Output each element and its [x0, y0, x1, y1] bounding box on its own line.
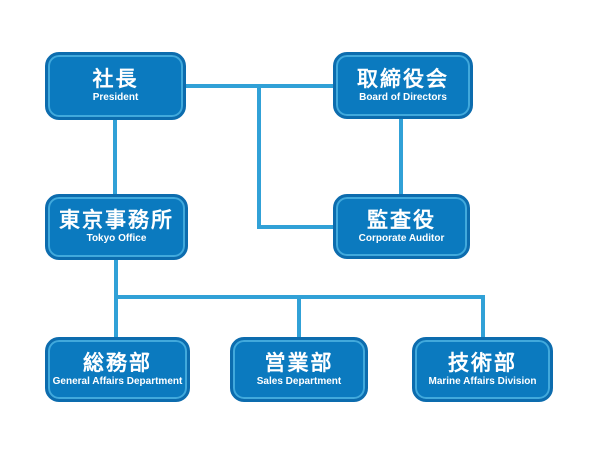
node-subtitle: Board of Directors [359, 91, 447, 103]
node-subtitle: General Affairs Department [52, 375, 183, 387]
org-node-technical: 技術部 Marine Affairs Division [412, 337, 553, 402]
org-node-sales: 営業部 Sales Department [230, 337, 368, 402]
node-subtitle: Sales Department [256, 375, 342, 387]
node-title: 技術部 [448, 351, 517, 375]
connector-midline-vertical [257, 86, 261, 227]
node-title: 東京事務所 [59, 209, 174, 232]
node-subtitle: President [92, 92, 139, 103]
org-node-president: 社長 President [45, 52, 186, 120]
connector-board-auditor [399, 118, 403, 196]
connector-drop-sales [297, 297, 301, 339]
node-title: 社長 [92, 68, 139, 91]
node-subtitle: Corporate Auditor [358, 232, 445, 244]
node-subtitle: Tokyo Office [86, 233, 147, 244]
org-node-corporate-auditor: 監査役 Corporate Auditor [333, 194, 470, 259]
node-subtitle: Marine Affairs Division [428, 375, 537, 387]
org-node-board-of-directors: 取締役会 Board of Directors [333, 52, 473, 119]
node-title: 監査役 [367, 208, 436, 232]
node-title: 営業部 [264, 351, 334, 375]
connector-drop-technical [481, 297, 485, 339]
org-node-general-affairs: 総務部 General Affairs Department [45, 337, 190, 402]
connector-midline-to-auditor [257, 225, 335, 229]
connector-president-tokyo [113, 118, 117, 196]
node-title: 取締役会 [357, 67, 449, 91]
org-node-tokyo-office: 東京事務所 Tokyo Office [45, 194, 188, 260]
node-title: 総務部 [83, 351, 152, 375]
